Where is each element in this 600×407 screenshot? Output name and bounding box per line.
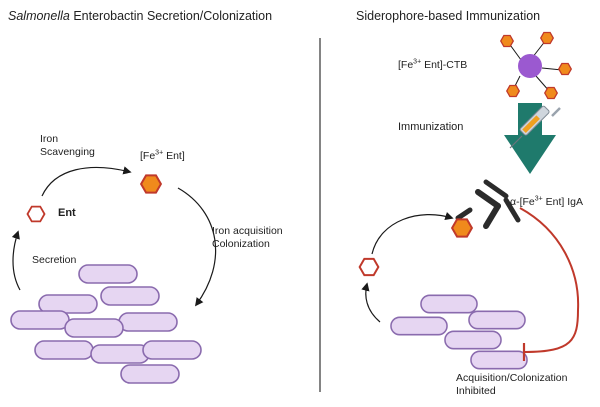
iron-scavenging-label: Iron Scavenging — [40, 133, 95, 158]
conjugate-suffix: Ent]-CTB — [421, 59, 468, 71]
bacteria-cluster-right — [390, 294, 528, 370]
iron-scavenging-line2: Scavenging — [40, 145, 95, 158]
title-rest: Enterobactin Secretion/Colonization — [69, 9, 273, 23]
complex-prefix: [Fe — [140, 150, 156, 162]
iron-acquisition-arrow — [177, 187, 217, 307]
iron-scavenging-line1: Iron — [40, 133, 59, 145]
iron-scavenging-arrow — [41, 166, 132, 197]
inhibition-line — [519, 207, 580, 353]
secretion-arrow-right — [361, 282, 381, 323]
bacteria-cluster-left — [10, 264, 202, 384]
complex-sup: 3+ — [155, 149, 164, 157]
conjugate-prefix: [Fe — [398, 59, 414, 71]
inhibited-label: Acquisition/Colonization Inhibited — [456, 372, 567, 397]
iron-acquisition-line1: Iron acquisition — [212, 225, 283, 237]
inhibited-line2: Inhibited — [456, 384, 496, 397]
ent-label: Ent — [58, 207, 76, 219]
secretion-label: Secretion — [32, 254, 77, 266]
ctb-sphere — [518, 54, 542, 78]
ent-hexagon — [26, 205, 46, 223]
ctb-conjugate-label: [Fe3+ Ent]-CTB — [398, 59, 467, 72]
fe-ent-complex-label: [Fe3+ Ent] — [140, 150, 185, 163]
fe-ent-complex-hexagon — [140, 174, 162, 194]
secretion-arrow — [11, 230, 21, 291]
inhibited-line1: Acquisition/Colonization — [456, 372, 568, 384]
antibody-label: α-[Fe3+ Ent] IgA — [510, 196, 583, 209]
conjugate-sup: 3+ — [413, 58, 422, 66]
immunization-arrow — [504, 103, 556, 174]
iron-acquisition-label: Iron acquisition Colonization — [212, 225, 283, 250]
antibody-prefix: α-[Fe — [510, 196, 535, 208]
antibody-bound-hexagon — [451, 218, 473, 238]
complex-suffix: Ent] — [163, 150, 185, 162]
right-panel-title: Siderophore-based Immunization — [356, 9, 541, 23]
iga-antibody — [455, 179, 521, 229]
title-organism: Salmonella — [8, 9, 70, 23]
ctb-conjugate — [500, 31, 572, 100]
left-panel-title: Salmonella Enterobactin Secretion/Coloni… — [8, 9, 272, 24]
iron-acquisition-line2: Colonization — [212, 237, 270, 250]
antibody-sup: 3+ — [534, 195, 543, 203]
syringe-icon — [509, 105, 561, 149]
ent-to-antibody-arrow — [371, 211, 454, 255]
ent-hexagon-right — [358, 257, 380, 277]
immunization-label: Immunization — [398, 121, 464, 133]
antibody-suffix: Ent] IgA — [542, 196, 584, 208]
